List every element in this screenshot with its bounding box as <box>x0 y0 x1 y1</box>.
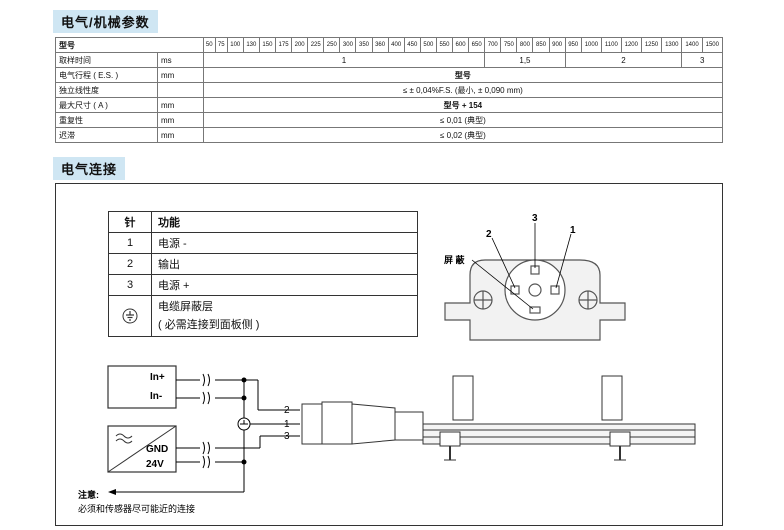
shield-line2: ( 必需连接到面板侧 ) <box>158 319 260 331</box>
plug-side-view <box>301 401 424 445</box>
power-supply-module: GND 24V <box>107 425 177 473</box>
gnd-label: GND <box>146 444 168 455</box>
sensor-rail <box>422 375 696 461</box>
row-name: 迟滞 <box>55 127 158 143</box>
input-plus-label: In+ <box>150 372 165 383</box>
input-minus-label: In- <box>150 391 162 402</box>
shield-line1: 电缆屏蔽层 <box>158 301 213 313</box>
spec-row-hysteresis: 迟滞 mm ≤ 0,02 (典型) <box>55 127 724 143</box>
connector-label-1: 1 <box>570 225 576 236</box>
spec-row-size: 最大尺寸 ( A ) mm 型号 + 154 <box>55 97 724 113</box>
connector-label-3: 3 <box>532 213 538 224</box>
note-arrow-icon <box>108 489 116 495</box>
size-cell: 50 <box>202 37 216 53</box>
row-value: ≤ 0,02 (典型) <box>202 127 724 143</box>
note-title: 注意: <box>78 489 99 500</box>
junction-dots <box>241 377 247 465</box>
connector-shield-label: 屏 蔽 <box>444 254 466 265</box>
connector-leaders <box>471 223 572 310</box>
shield-function: 电缆屏蔽层 ( 必需连接到面板侧 ) <box>151 295 418 337</box>
wire-label-2: 2 <box>284 405 290 416</box>
pin-row: 3 电源 + <box>108 274 418 296</box>
row-unit: mm <box>157 127 204 143</box>
pin-header-row: 针 功能 <box>108 211 418 233</box>
wire-label-3: 3 <box>284 431 290 442</box>
spec-table: 型号 50 75 100 130 150 175 200 225 250 300… <box>55 37 724 143</box>
note-text: 必须和传感器尽可能近的连接 <box>78 503 195 514</box>
v24-label: 24V <box>146 459 164 470</box>
params-section-title: 电气/机械参数 <box>53 10 158 33</box>
connector-label-2: 2 <box>486 229 492 240</box>
pin-table: 针 功能 1 电源 - 2 输出 3 电源 + 电缆屏蔽层 ( 必需连接到面板侧… <box>108 211 418 337</box>
pin-row-shield: 电缆屏蔽层 ( 必需连接到面板侧 ) <box>108 295 418 337</box>
wire-label-1: 1 <box>284 419 290 430</box>
connector-drawing <box>444 259 626 341</box>
spec-header-row: 型号 50 75 100 130 150 175 200 225 250 300… <box>55 37 724 53</box>
connection-section-title: 电气连接 <box>53 157 126 180</box>
connection-diagram-frame <box>55 183 723 526</box>
spec-row-sampling: 取样时间 ms 1 1,5 2 3 <box>55 52 723 68</box>
input-module: In+ In- <box>107 365 177 409</box>
shield-ground-icon <box>237 417 251 431</box>
spec-row-repeatability: 重复性 mm ≤ 0,01 (典型) <box>55 112 724 128</box>
